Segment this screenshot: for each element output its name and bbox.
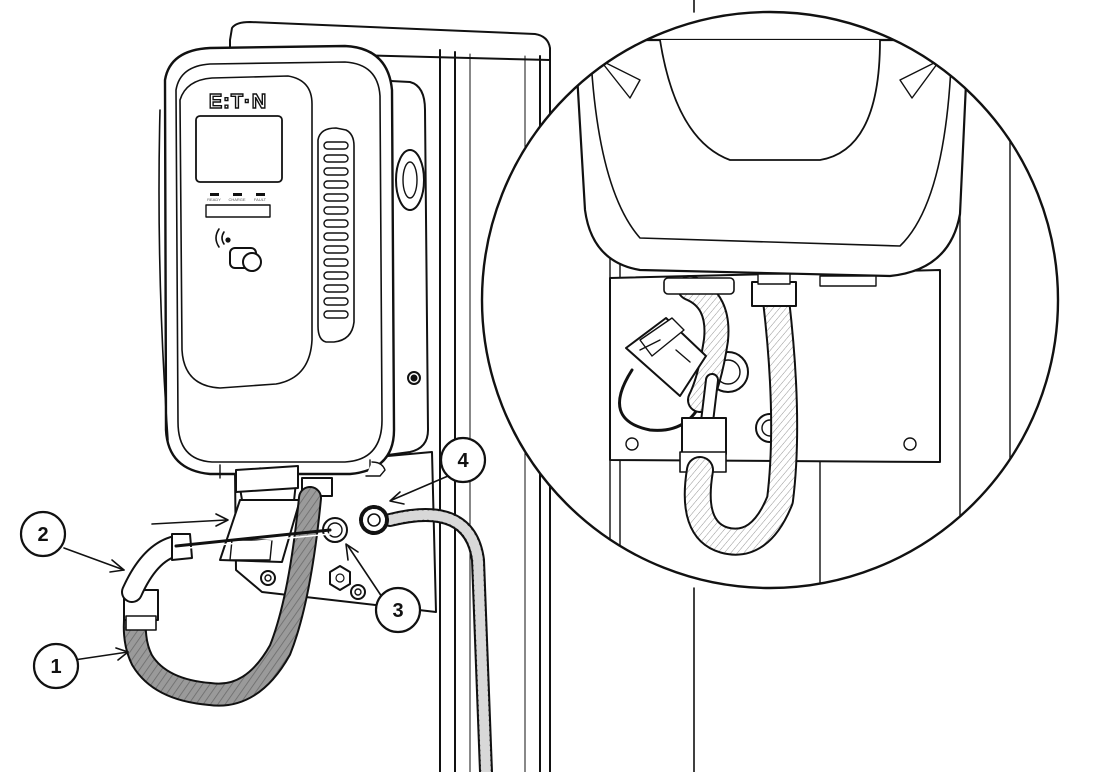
ev-charger-housing bbox=[158, 44, 429, 481]
vent-slot bbox=[323, 219, 349, 228]
svg-text:1: 1 bbox=[50, 656, 61, 678]
cable-entry-hole bbox=[322, 517, 348, 543]
vent-slot bbox=[323, 180, 349, 189]
vent-slot bbox=[323, 193, 349, 202]
vent-slot bbox=[323, 232, 349, 241]
display-screen bbox=[195, 115, 283, 183]
detail-zoom-view bbox=[480, 0, 1060, 772]
conduit-assembly bbox=[121, 465, 493, 772]
led-label-ready: READY bbox=[207, 197, 221, 202]
rfid-reader-icon bbox=[215, 228, 262, 272]
gland-nut bbox=[359, 505, 389, 535]
led-label-charge: CHARGE bbox=[228, 197, 245, 202]
callout-2: 2 bbox=[19, 510, 67, 558]
vent-slot bbox=[323, 167, 349, 176]
vent-slot bbox=[323, 310, 349, 319]
svg-text:3: 3 bbox=[392, 600, 403, 622]
vent-slot bbox=[323, 245, 349, 254]
vent-slot bbox=[323, 258, 349, 267]
callout-4: 4 bbox=[439, 436, 487, 484]
svg-text:4: 4 bbox=[457, 450, 469, 472]
brand-logo: E:T·N bbox=[209, 91, 267, 113]
led-label-fault: FAULT bbox=[254, 197, 267, 202]
svg-text:2: 2 bbox=[37, 524, 48, 546]
vent-slots bbox=[323, 141, 349, 319]
status-leds: READY CHARGE FAULT bbox=[207, 193, 267, 202]
vent-slot bbox=[323, 206, 349, 215]
vent-slot bbox=[323, 271, 349, 280]
vent-slot bbox=[323, 284, 349, 293]
callout-3: 3 bbox=[374, 586, 422, 634]
screw-icon bbox=[407, 371, 421, 385]
callout-1: 1 bbox=[32, 642, 80, 690]
hex-nut bbox=[329, 565, 351, 591]
vent-slot bbox=[323, 141, 349, 150]
vent-slot bbox=[323, 154, 349, 163]
vent-slot bbox=[323, 297, 349, 306]
